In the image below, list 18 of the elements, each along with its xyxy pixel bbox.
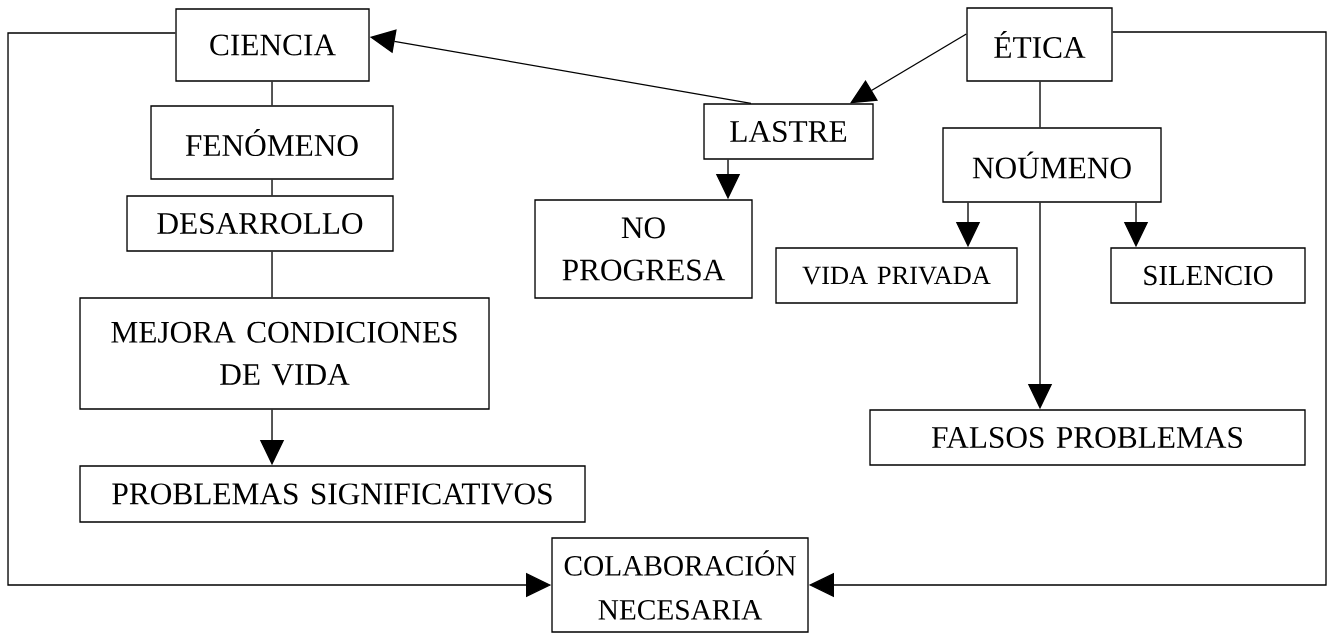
concept-box: FENÓMENO <box>150 105 394 180</box>
concept-box: FALSOS PROBLEMAS <box>869 409 1306 466</box>
concept-box: SILENCIO <box>1110 247 1306 304</box>
connector-line <box>271 81 273 106</box>
connector-line <box>271 251 273 298</box>
concept-box: CIENCIA <box>175 8 370 82</box>
concept-box: COLABORACIÓN NECESARIA <box>551 537 809 633</box>
concept-box: DESARROLLO <box>126 195 394 252</box>
concept-box: VIDA PRIVADA <box>775 247 1018 304</box>
concept-box: LASTRE <box>703 103 874 160</box>
connector-line <box>271 179 273 196</box>
concept-box: NO PROGRESA <box>534 199 753 299</box>
concept-box: ÉTICA <box>966 7 1113 82</box>
concept-box: PROBLEMAS SIGNIFICATIVOS <box>79 465 586 523</box>
connector-line <box>1039 81 1041 128</box>
concept-box: NOÚMENO <box>942 127 1162 203</box>
arrow <box>850 33 967 104</box>
concept-box: MEJORA CONDICIONES DE VIDA <box>79 297 490 410</box>
